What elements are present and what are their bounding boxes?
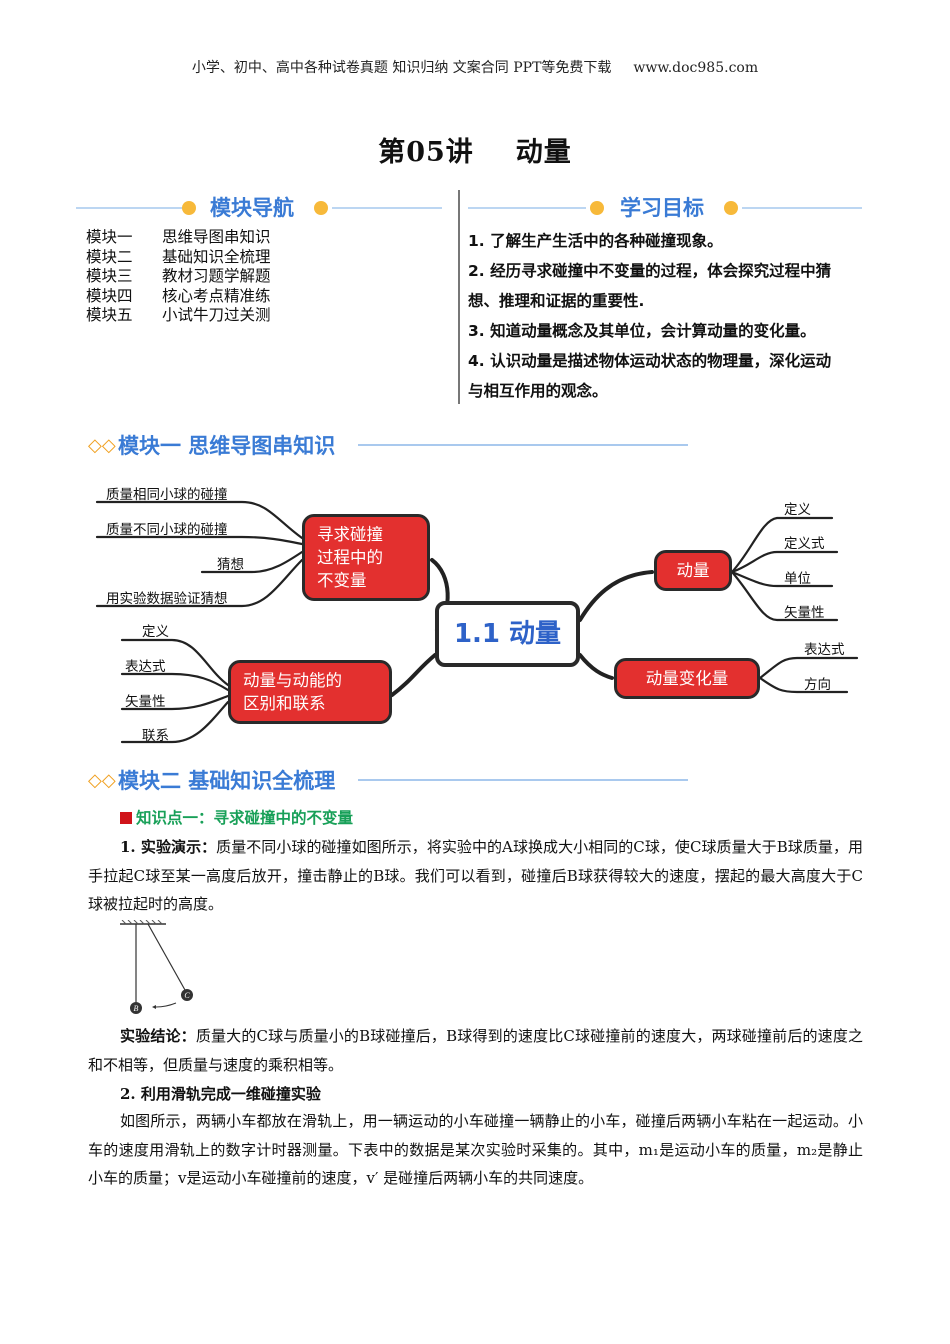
mm-momentum-item: 矢量性	[784, 605, 825, 621]
chevron-icon: ◇◇	[88, 435, 116, 456]
svg-text:C: C	[184, 991, 190, 1000]
lecture-number: 第05讲	[378, 137, 474, 168]
navigation-heading-bar: 模块导航	[76, 190, 456, 226]
mm-invariant-item: 猜想	[217, 557, 244, 573]
column-divider	[458, 190, 460, 404]
mm-change-box: 动量变化量	[614, 658, 760, 699]
mm-momentum-item: 单位	[784, 571, 811, 587]
section2-heading: 2. 利用滑轨完成一维碰撞实验	[120, 1085, 321, 1103]
mm-momentum-box: 动量	[654, 550, 732, 591]
svg-text:B: B	[134, 1004, 139, 1013]
dot-icon	[182, 201, 196, 215]
nav-item-module1[interactable]: 模块一思维导图串知识	[86, 228, 271, 246]
goal-item: 1. 了解生产生活中的各种碰撞现象。	[468, 232, 723, 250]
module2-band: ◇◇ 模块二 基础知识全梳理	[88, 763, 698, 797]
goal-item: 2. 经历寻求碰撞中不变量的过程，体会探究过程中猜	[468, 262, 832, 280]
divider-line	[332, 207, 442, 209]
mm-invariant-item: 质量相同小球的碰撞	[106, 487, 228, 503]
page-title: 第05讲 动量	[0, 130, 950, 169]
nav-item-module5[interactable]: 模块五小试牛刀过关测	[86, 306, 271, 324]
square-bullet-icon	[120, 812, 132, 824]
experiment-label: 1. 实验演示：	[120, 838, 217, 856]
mm-relation-item: 表达式	[125, 659, 166, 675]
divider-line	[76, 207, 186, 209]
divider-line	[742, 207, 862, 209]
conclusion-text: 质量大的C球与质量小的B球碰撞后，B球得到的速度比C球碰撞前的速度大，两球碰撞前…	[88, 1027, 863, 1074]
divider-line	[468, 207, 586, 209]
divider-line	[358, 779, 688, 781]
mm-center-node: 1.1 动量	[435, 601, 580, 667]
site-header-text: 小学、初中、高中各种试卷真题 知识归纳 文案合同 PPT等免费下载	[191, 60, 612, 76]
mm-invariant-item: 用实验数据验证猜想	[106, 591, 228, 607]
navigation-heading: 模块导航	[210, 196, 294, 220]
ball-c	[181, 989, 193, 1001]
nav-item-module4[interactable]: 模块四核心考点精准练	[86, 286, 271, 305]
nav-item-module2[interactable]: 模块二基础知识全梳理	[86, 247, 271, 266]
goal-item: 与相互作用的观念。	[468, 382, 608, 400]
mm-momentum-item: 定义式	[784, 536, 825, 552]
experiment-text: 质量不同小球的碰撞如图所示，将实验中的A球换成大小相同的C球，使C球质量大于B球…	[88, 838, 863, 913]
mm-change-item: 表达式	[804, 642, 845, 658]
mm-relation-box: 动量与动能的 区别和联系	[228, 660, 392, 724]
mm-momentum-item: 定义	[784, 502, 811, 518]
mind-map-connectors	[95, 500, 859, 744]
mm-invariant-box: 寻求碰撞 过程中的 不变量	[302, 514, 430, 601]
goals-heading: 学习目标	[620, 196, 704, 220]
conclusion-label: 实验结论：	[120, 1027, 196, 1045]
knowledge-point-title: 知识点一：寻求碰撞中的不变量	[120, 806, 353, 828]
ball-b	[130, 1002, 142, 1014]
goals-heading-bar: 学习目标	[468, 190, 868, 226]
chevron-icon: ◇◇	[88, 770, 116, 791]
dot-icon	[724, 201, 738, 215]
dot-icon	[590, 201, 604, 215]
mm-relation-item: 矢量性	[125, 694, 166, 710]
mm-change-item: 方向	[804, 677, 831, 693]
goal-item: 4. 认识动量是描述物体运动状态的物理量，深化运动	[468, 352, 832, 370]
module1-band: ◇◇ 模块一 思维导图串知识	[88, 428, 698, 462]
goal-item: 3. 知道动量概念及其单位，会计算动量的变化量。	[468, 322, 816, 340]
module-navigation: 模块导航 模块一思维导图串知识 模块二基础知识全梳理 模块三教材习题学解题 模块…	[76, 190, 456, 326]
conclusion-paragraph: 实验结论：质量大的C球与质量小的B球碰撞后，B球得到的速度比C球碰撞前的速度大，…	[88, 1022, 863, 1079]
dot-icon	[314, 201, 328, 215]
nav-item-module3[interactable]: 模块三教材习题学解题	[86, 267, 271, 285]
mm-relation-item: 定义	[142, 624, 169, 640]
mm-invariant-item: 质量不同小球的碰撞	[106, 522, 228, 538]
goal-item: 想、推理和证据的重要性.	[468, 292, 645, 310]
site-header: 小学、初中、高中各种试卷真题 知识归纳 文案合同 PPT等免费下载 www.doc…	[0, 57, 950, 77]
learning-goals: 学习目标 1. 了解生产生活中的各种碰撞现象。 2. 经历寻求碰撞中不变量的过程…	[468, 190, 868, 406]
pendulum-figure: B C	[120, 920, 193, 1014]
divider-line	[358, 444, 688, 446]
section2-paragraph: 如图所示，两辆小车都放在滑轨上，用一辆运动的小车碰撞一辆静止的小车，碰撞后两辆小…	[88, 1112, 863, 1187]
lecture-topic: 动量	[515, 137, 572, 168]
module2-heading: 模块二 基础知识全梳理	[118, 769, 336, 793]
mind-map: 质量相同小球的碰撞 质量不同小球的碰撞 猜想 用实验数据验证猜想 寻求碰撞 过程…	[92, 480, 864, 760]
experiment-paragraph: 1. 实验演示：质量不同小球的碰撞如图所示，将实验中的A球换成大小相同的C球，使…	[88, 833, 863, 919]
module1-heading: 模块一 思维导图串知识	[118, 434, 336, 458]
mm-relation-item: 联系	[142, 728, 169, 744]
site-url[interactable]: www.doc985.com	[633, 60, 759, 76]
